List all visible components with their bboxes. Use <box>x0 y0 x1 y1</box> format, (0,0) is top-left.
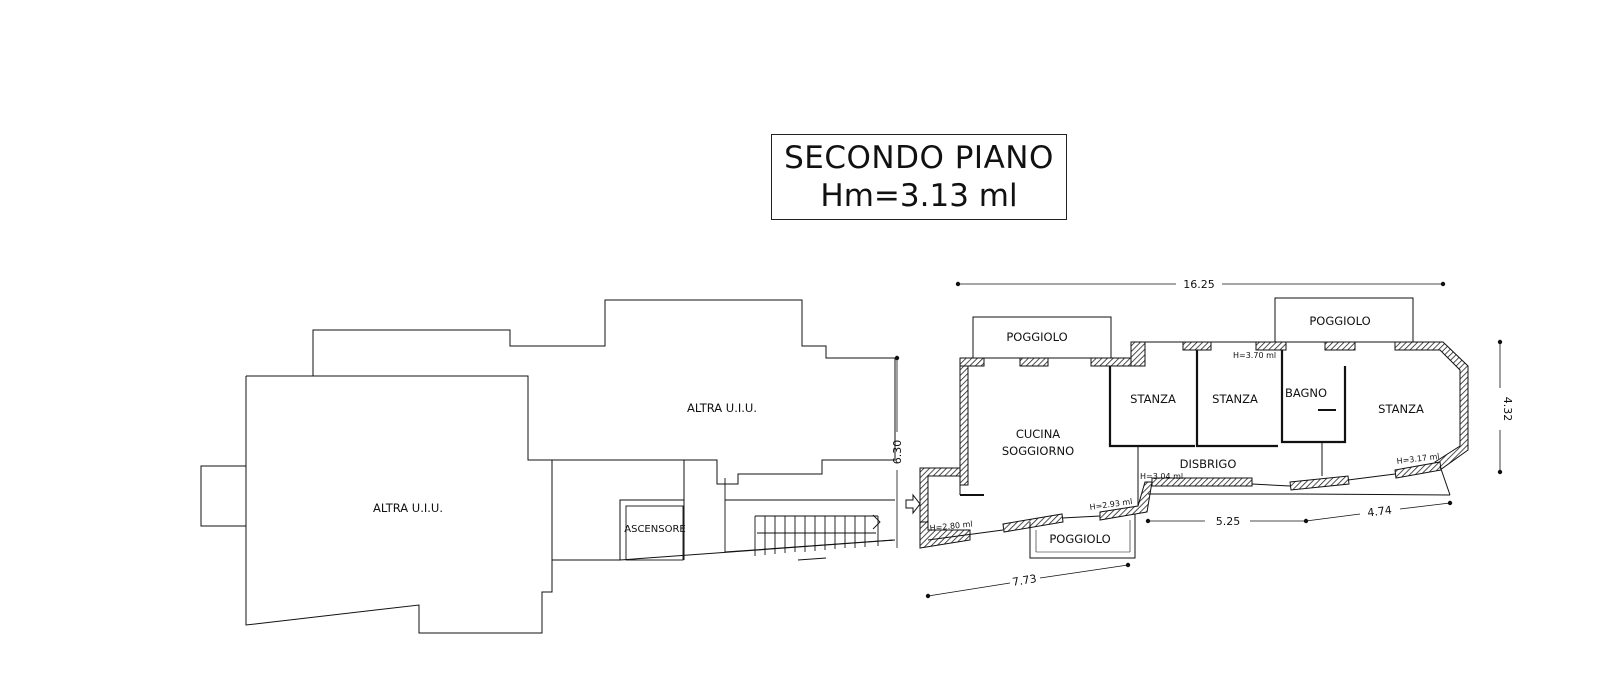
room-label-stanza-3: STANZA <box>1378 402 1424 416</box>
height-label-370: H=3.70 ml <box>1233 351 1276 360</box>
dimension-label-bottom-left: 7.73 <box>1011 572 1037 589</box>
room-label-bagno: BAGNO <box>1285 386 1327 400</box>
balcony-top-right <box>1274 297 1414 342</box>
balconies <box>972 297 1414 559</box>
floor-title: SECONDO PIANO <box>784 140 1054 176</box>
room-label-altra-uiu-top: ALTRA U.I.U. <box>687 401 757 415</box>
room-label-stanza-1: STANZA <box>1130 392 1176 406</box>
room-label-poggiolo-3: POGGIOLO <box>1049 532 1110 546</box>
room-label-altra-uiu-left: ALTRA U.I.U. <box>373 501 443 515</box>
room-label-soggiorno: SOGGIORNO <box>1002 444 1074 458</box>
dimension-label-depth-left: 6.30 <box>891 440 904 465</box>
lift-shaft <box>625 505 684 561</box>
dimension-label-bottom-right: 4.74 <box>1367 504 1393 520</box>
height-label-280: H=2.80 ml <box>929 520 973 533</box>
room-label-poggiolo-1: POGGIOLO <box>1006 330 1067 344</box>
stair-block <box>625 478 895 561</box>
height-label-304: H=3.04 ml <box>1140 472 1183 481</box>
dimension-lines <box>894 281 1503 599</box>
room-label-disbrigo: DISBRIGO <box>1180 457 1237 471</box>
room-label-stanza-2: STANZA <box>1212 392 1258 406</box>
neighbour-building-outline <box>200 299 896 634</box>
title-box: SECONDO PIANO Hm=3.13 ml <box>771 134 1067 220</box>
floor-average-height: Hm=3.13 ml <box>820 178 1018 214</box>
room-label-cucina: CUCINA <box>1016 427 1060 441</box>
dimension-label-total-length: 16.25 <box>1183 278 1215 291</box>
entrance-arrow-icon <box>905 493 921 515</box>
balcony-bottom <box>1029 514 1136 559</box>
apartment-walls <box>919 341 1469 549</box>
room-label-poggiolo-2: POGGIOLO <box>1309 314 1370 328</box>
dimension-label-depth-right: 4.32 <box>1501 397 1514 422</box>
apartment-lines <box>927 341 1451 541</box>
room-label-ascensore: ASCENSORE <box>624 524 685 535</box>
dimension-label-bottom-mid: 5.25 <box>1216 515 1241 528</box>
balcony-top-left <box>972 316 1112 358</box>
